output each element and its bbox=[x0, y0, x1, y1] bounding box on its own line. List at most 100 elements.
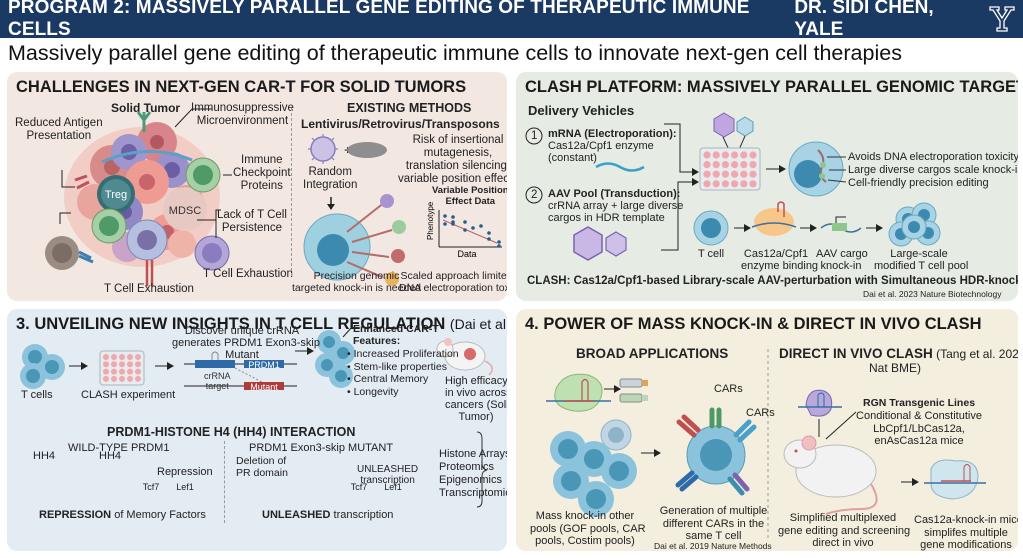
well bbox=[703, 180, 711, 188]
mrna-strand bbox=[595, 162, 645, 172]
cas12a-knockin-complex bbox=[924, 459, 986, 500]
target-cell bbox=[303, 213, 371, 281]
well bbox=[103, 354, 109, 360]
well bbox=[127, 354, 133, 360]
scatter-point bbox=[487, 231, 491, 235]
step-1-badge bbox=[525, 127, 543, 145]
aav-capsid-large bbox=[573, 226, 603, 261]
mutant-box: Mutant bbox=[250, 382, 278, 392]
features-list: • Increased Proliferation • Stem-like pr… bbox=[347, 348, 459, 398]
scaled-label: Scaled approach limited byDNA electropor… bbox=[399, 270, 507, 294]
well bbox=[103, 368, 109, 375]
prdm1-box: PRDM1 bbox=[248, 360, 280, 370]
benefit-3: Cell-friendly precision editing bbox=[848, 177, 989, 189]
well bbox=[740, 170, 748, 178]
scatter-point bbox=[443, 214, 447, 218]
scatter-point bbox=[487, 237, 491, 241]
virus-icon bbox=[308, 134, 338, 164]
scatter-point bbox=[479, 224, 483, 228]
well bbox=[103, 361, 109, 368]
well bbox=[749, 180, 757, 188]
mdsc-cell bbox=[163, 187, 207, 231]
program-title: PROGRAM 2: MASSIVELY PARALLEL GENE EDITI… bbox=[8, 0, 750, 40]
delivery-item-mrna: mRNA (Electroporation):Cas12a/Cpf1 enzym… bbox=[548, 128, 677, 164]
t-cell-pool bbox=[888, 202, 941, 247]
lef1-gene: Lef1 bbox=[384, 482, 402, 492]
well bbox=[740, 151, 748, 159]
dna-cargo bbox=[820, 216, 862, 233]
well bbox=[127, 361, 133, 368]
scatter-point bbox=[463, 228, 467, 232]
well bbox=[135, 354, 141, 360]
delivery-title: Delivery Vehicles bbox=[528, 103, 635, 118]
invivo-title: DIRECT IN VIVO CLASH (Tang et al. 2025 N… bbox=[779, 346, 1018, 376]
clash-plate bbox=[99, 350, 145, 386]
scatter-point bbox=[497, 244, 501, 248]
scatter-point bbox=[443, 222, 447, 226]
scatter-points bbox=[443, 214, 501, 248]
rgn-title: RGN Transgenic Lines bbox=[863, 397, 976, 409]
well bbox=[111, 375, 117, 382]
well-plate bbox=[699, 147, 761, 191]
aav-capsid-small bbox=[605, 231, 627, 257]
scatter-point bbox=[451, 220, 455, 224]
mutant-title: PRDM1 Exon3-skip MUTANT bbox=[249, 442, 394, 454]
well bbox=[749, 161, 757, 169]
well bbox=[731, 180, 739, 188]
panel-t-cell-regulation: 3. UNVEILING NEW INSIGHTS IN T CELL REGU… bbox=[7, 309, 507, 551]
t-cells-label: T cells bbox=[21, 389, 53, 401]
well bbox=[721, 170, 729, 178]
well bbox=[749, 170, 757, 178]
well bbox=[712, 170, 720, 178]
panel-clash-platform: CLASH PLATFORM: MASSIVELY PARALLEL GENOM… bbox=[516, 72, 1018, 301]
well bbox=[721, 180, 729, 188]
clash-definition: CLASH: Cas12a/Cpf1-based Library-scale A… bbox=[527, 275, 1018, 287]
tcf7-gene: Tcf7 bbox=[350, 482, 368, 492]
well bbox=[703, 151, 711, 159]
citation: Dai et al. 2023 Nature Biotechnology bbox=[863, 289, 1002, 299]
well bbox=[721, 161, 729, 169]
panel-challenges: CHALLENGES IN NEXT-GEN CAR-T FOR SOLID T… bbox=[7, 72, 507, 301]
step-2-number: 2 bbox=[531, 189, 538, 201]
panel-title: 3. UNVEILING NEW INSIGHTS IN T CELL REGU… bbox=[16, 315, 507, 333]
treg-label: Treg bbox=[105, 189, 127, 201]
edited-cell bbox=[788, 141, 844, 197]
exhausted-tcell-right bbox=[194, 235, 230, 271]
well bbox=[731, 170, 739, 178]
benefit-1: Avoids DNA electroporation toxicity bbox=[848, 151, 1018, 163]
rgn-enzyme bbox=[798, 389, 842, 417]
wild-type-footer: REPRESSION of Memory Factors bbox=[39, 509, 206, 521]
well bbox=[127, 368, 133, 375]
well bbox=[721, 151, 729, 159]
well bbox=[119, 375, 125, 382]
existing-methods-title: EXISTING METHODS bbox=[347, 101, 472, 115]
t-cell-regulation-illustration bbox=[20, 326, 493, 508]
well bbox=[731, 151, 739, 159]
well bbox=[740, 180, 748, 188]
mouse-icon bbox=[436, 338, 493, 376]
omics-bracket bbox=[476, 431, 488, 508]
panel-title: CLASH PLATFORM: MASSIVELY PARALLEL GENOM… bbox=[525, 78, 1018, 96]
chart-x-label: Data bbox=[457, 249, 476, 259]
label-exhaustion-bottom: T Cell Exhaustion bbox=[104, 283, 194, 295]
scatter-point bbox=[471, 226, 475, 230]
panel-title: CHALLENGES IN NEXT-GEN CAR-T FOR SOLID T… bbox=[16, 78, 467, 96]
chart-y-label: Phenotype bbox=[426, 201, 435, 240]
wild-type-title: WILD-TYPE PRDM1 bbox=[68, 442, 170, 454]
